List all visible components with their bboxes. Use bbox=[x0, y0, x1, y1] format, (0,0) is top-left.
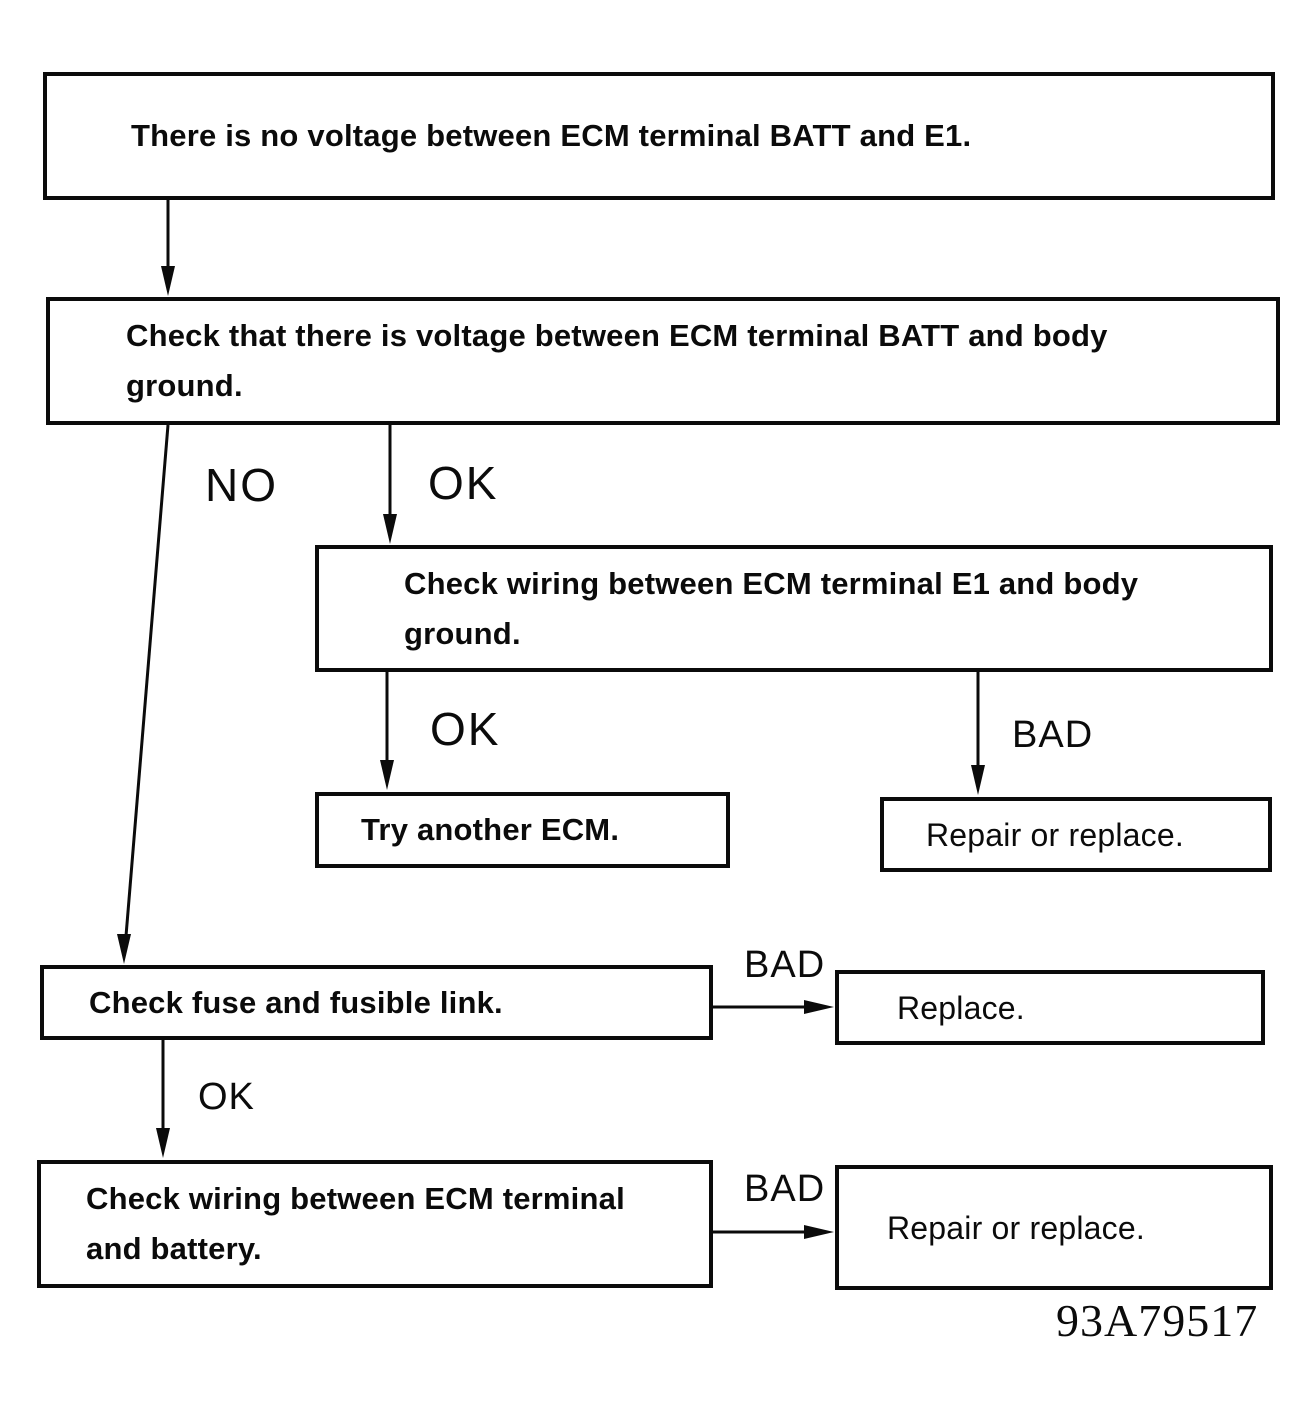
branch-label-bad-3: BAD bbox=[744, 1168, 826, 1210]
node-text-line: ground. bbox=[126, 368, 243, 403]
edge-arrowhead-bad-to-repair-bottom bbox=[804, 1225, 834, 1239]
node-text-line: and battery. bbox=[86, 1231, 262, 1266]
edge-line-no-to-check-fuse bbox=[124, 424, 170, 937]
node-check-wiring-e1-ground: Check wiring between ECM terminal E1 and… bbox=[315, 545, 1273, 672]
edge-arrowhead-ok-to-check-wiring-battery bbox=[156, 1128, 170, 1158]
node-text-line: Check wiring between ECM terminal E1 and… bbox=[404, 565, 1139, 601]
edge-arrowhead-start-to-check-voltage bbox=[161, 266, 175, 296]
node-repair-or-replace-top: Repair or replace. bbox=[880, 797, 1272, 872]
node-text-line: ground. bbox=[404, 615, 521, 651]
node-replace: Replace. bbox=[835, 970, 1265, 1045]
node-repair-or-replace-bottom: Repair or replace. bbox=[835, 1165, 1273, 1290]
node-check-voltage-body-ground: Check that there is voltage between ECM … bbox=[46, 297, 1280, 425]
node-text-line: Try another ECM. bbox=[361, 812, 620, 847]
branch-label-ok-1: OK bbox=[428, 457, 499, 509]
node-text-line: Check that there is voltage between ECM … bbox=[126, 318, 1108, 353]
node-text-line: Check fuse and fusible link. bbox=[89, 984, 503, 1020]
branch-label-bad-1: BAD bbox=[1012, 714, 1094, 756]
node-text-line: There is no voltage between ECM terminal… bbox=[131, 118, 972, 153]
node-text-line: Repair or replace. bbox=[926, 816, 1184, 853]
edge-arrowhead-ok-to-check-wiring-e1 bbox=[383, 514, 397, 544]
node-check-wiring-battery: Check wiring between ECM terminal and ba… bbox=[37, 1160, 713, 1288]
node-start: There is no voltage between ECM terminal… bbox=[43, 72, 1275, 200]
node-text-line: Check wiring between ECM terminal bbox=[86, 1181, 625, 1216]
branch-label-bad-2: BAD bbox=[744, 944, 826, 986]
branch-label-no: NO bbox=[205, 459, 278, 511]
edge-arrowhead-no-to-check-fuse bbox=[117, 934, 131, 964]
node-check-fuse-fusible-link: Check fuse and fusible link. bbox=[40, 965, 713, 1040]
branch-label-ok-2: OK bbox=[430, 703, 501, 755]
node-text-line: Repair or replace. bbox=[887, 1209, 1145, 1246]
edge-arrowhead-bad-to-replace bbox=[804, 1000, 834, 1014]
figure-code: 93A79517 bbox=[1056, 1295, 1259, 1346]
edge-arrowhead-ok-to-try-another-ecm bbox=[380, 760, 394, 790]
node-text-line: Replace. bbox=[897, 989, 1025, 1026]
branch-label-ok-3: OK bbox=[198, 1076, 255, 1118]
node-try-another-ecm: Try another ECM. bbox=[315, 792, 730, 868]
edge-arrowhead-bad-to-repair-top bbox=[971, 765, 985, 795]
